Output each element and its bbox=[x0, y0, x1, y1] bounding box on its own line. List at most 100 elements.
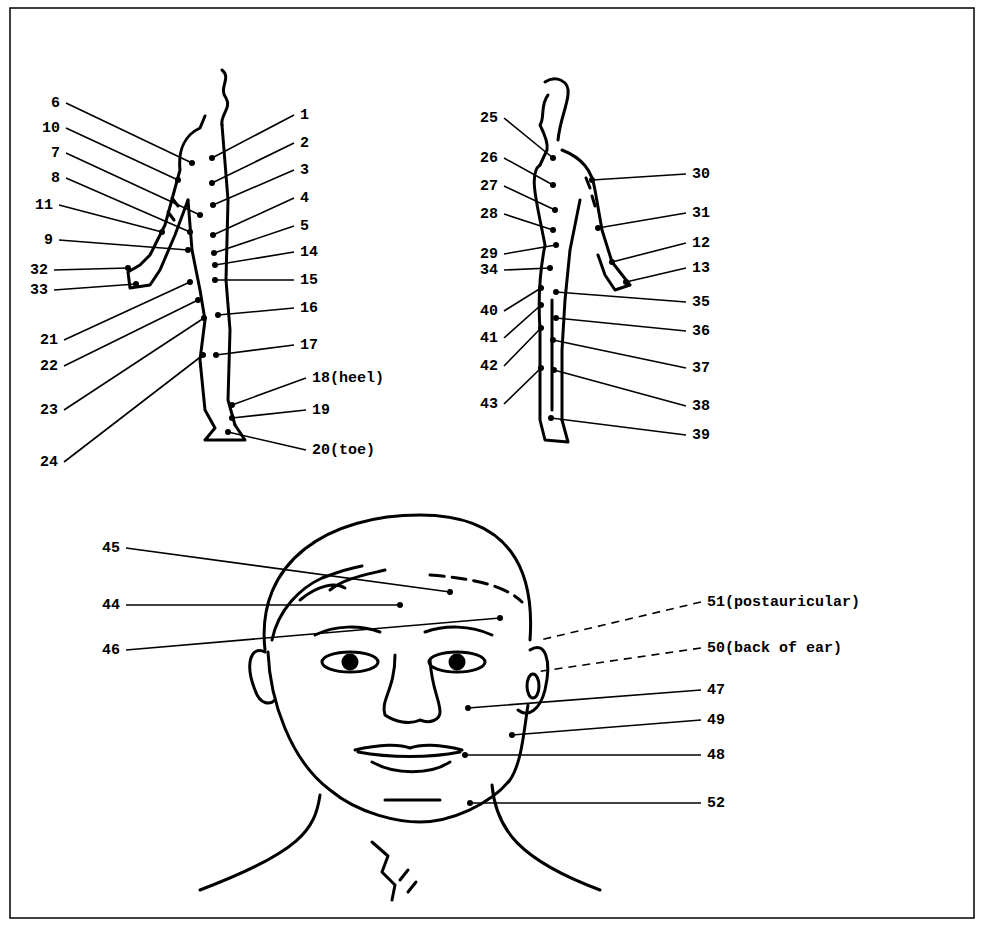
point-dot bbox=[538, 302, 544, 308]
callout-number: 8 bbox=[49, 170, 62, 187]
point-dot bbox=[553, 242, 559, 248]
point-dot bbox=[201, 315, 207, 321]
callout-number: 30 bbox=[690, 166, 712, 183]
callout-number: 52 bbox=[705, 795, 727, 812]
callout-number: 21 bbox=[38, 332, 60, 349]
callout-number: 10 bbox=[40, 120, 62, 137]
leader-line bbox=[54, 268, 128, 270]
point-dot bbox=[197, 212, 203, 218]
callout-number: 6 bbox=[49, 95, 62, 112]
leader-line bbox=[535, 648, 701, 672]
callout-number: 35 bbox=[690, 294, 712, 311]
callout-number: 26 bbox=[478, 150, 500, 167]
point-dot bbox=[538, 285, 544, 291]
leader-line bbox=[126, 604, 400, 606]
leader-line bbox=[512, 720, 701, 735]
callout-number: 31 bbox=[690, 205, 712, 222]
callout-number: 19 bbox=[310, 402, 332, 419]
point-dot bbox=[397, 602, 403, 608]
leader-line bbox=[232, 378, 306, 405]
leader-line bbox=[64, 282, 190, 340]
point-dot bbox=[185, 247, 191, 253]
leader-lines bbox=[54, 103, 701, 806]
callout-number: 13 bbox=[690, 260, 712, 277]
callout-number: 23 bbox=[38, 402, 60, 419]
leader-line bbox=[215, 279, 294, 281]
callout-number: 45 bbox=[100, 540, 122, 557]
leader-line bbox=[126, 618, 500, 650]
point-dot bbox=[538, 325, 544, 331]
callout-number: 1 bbox=[298, 107, 311, 124]
point-dot bbox=[552, 207, 558, 213]
leader-line bbox=[465, 754, 701, 756]
callout-number: 27 bbox=[478, 178, 500, 195]
leader-line bbox=[470, 802, 701, 804]
leader-line bbox=[598, 213, 686, 228]
face-drawing bbox=[200, 515, 600, 900]
leader-line bbox=[553, 340, 686, 368]
point-dot bbox=[229, 402, 235, 408]
leader-line bbox=[228, 432, 306, 450]
leader-line bbox=[626, 268, 686, 282]
callout-number: 49 bbox=[705, 712, 727, 729]
callout-number: 38 bbox=[690, 398, 712, 415]
point-dot bbox=[210, 202, 216, 208]
leader-line bbox=[504, 368, 541, 404]
callout-number: 9 bbox=[42, 232, 55, 249]
callout-number: 50(back of ear) bbox=[705, 640, 844, 657]
callout-number: 37 bbox=[690, 360, 712, 377]
leader-line bbox=[504, 118, 553, 158]
point-dot bbox=[467, 800, 473, 806]
leader-line bbox=[66, 153, 200, 215]
leader-line bbox=[556, 318, 686, 331]
leader-line bbox=[59, 205, 162, 232]
callout-number: 3 bbox=[298, 162, 311, 179]
leader-line bbox=[215, 252, 294, 265]
point-dot bbox=[509, 732, 515, 738]
callout-number: 18(heel) bbox=[310, 370, 386, 387]
leader-line bbox=[66, 128, 178, 180]
callout-number: 15 bbox=[298, 272, 320, 289]
callout-number: 5 bbox=[298, 218, 311, 235]
point-dot bbox=[125, 265, 131, 271]
point-dot bbox=[550, 227, 556, 233]
callout-number: 24 bbox=[38, 454, 60, 471]
callout-number: 29 bbox=[478, 246, 500, 263]
callout-number: 44 bbox=[100, 597, 122, 614]
point-dot bbox=[212, 277, 218, 283]
callout-number: 36 bbox=[690, 323, 712, 340]
callout-number: 41 bbox=[478, 330, 500, 347]
callout-number: 43 bbox=[478, 396, 500, 413]
callout-number: 40 bbox=[478, 303, 500, 320]
callout-number: 16 bbox=[298, 300, 320, 317]
point-dot bbox=[462, 752, 468, 758]
callout-number: 47 bbox=[705, 682, 727, 699]
callout-number: 2 bbox=[298, 135, 311, 152]
leader-line bbox=[504, 268, 550, 270]
leader-line bbox=[59, 240, 188, 250]
point-dot bbox=[210, 232, 216, 238]
leader-line bbox=[64, 300, 198, 366]
leader-line bbox=[504, 158, 553, 185]
callout-number: 11 bbox=[33, 197, 55, 214]
point-dot bbox=[215, 312, 221, 318]
callout-number: 4 bbox=[298, 190, 311, 207]
point-dot bbox=[189, 160, 195, 166]
leader-line bbox=[540, 602, 701, 640]
point-dot bbox=[229, 415, 235, 421]
callout-number: 14 bbox=[298, 244, 320, 261]
point-dot bbox=[447, 589, 453, 595]
point-dot bbox=[589, 177, 595, 183]
callout-number: 32 bbox=[28, 262, 50, 279]
point-dot bbox=[595, 225, 601, 231]
leader-line bbox=[64, 355, 203, 462]
leader-line bbox=[504, 288, 541, 311]
point-dot bbox=[550, 337, 556, 343]
leader-line bbox=[218, 308, 294, 315]
leader-line bbox=[504, 214, 553, 230]
leader-line bbox=[212, 143, 294, 183]
callout-number: 51(postauricular) bbox=[705, 594, 862, 611]
point-dot bbox=[497, 615, 503, 621]
point-dot bbox=[209, 155, 215, 161]
